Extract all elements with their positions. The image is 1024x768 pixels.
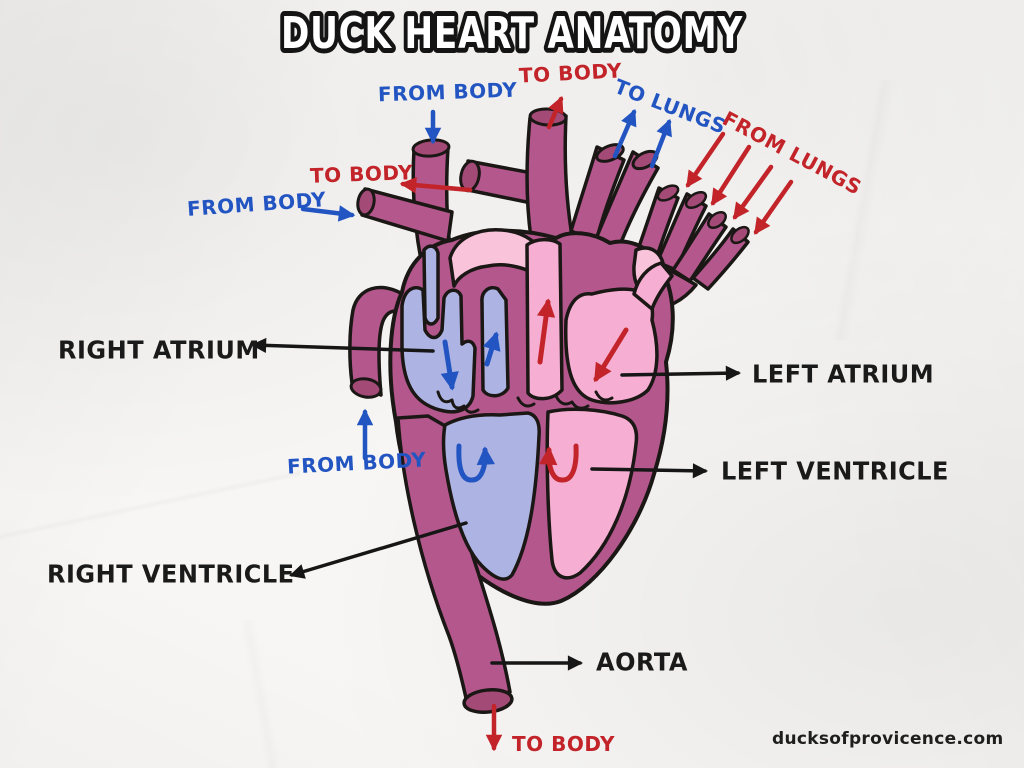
to-lungs-arrow-1	[612, 108, 637, 159]
label-right-ventricle: RIGHT VENTRICLE	[47, 559, 295, 589]
right-atrium-flow-arrow	[440, 339, 459, 391]
vessel-pulmonary-vein-4	[691, 227, 750, 291]
credit-text: ducksofprovicence.com	[772, 729, 1004, 749]
label-left-atrium: LEFT ATRIUM	[752, 359, 935, 389]
right-inflow-arrow	[482, 331, 501, 367]
aortic-outflow-arrow	[536, 298, 556, 365]
poster-title: DUCK HEART ANATOMY	[281, 8, 743, 59]
aorta-opening	[462, 688, 514, 714]
valve-details	[436, 390, 614, 414]
from-body-left-arrow	[300, 205, 356, 222]
external-flow-arrows	[300, 95, 794, 752]
label-aorta: AORTA	[596, 647, 688, 677]
left-atrium-flow-arrow	[593, 327, 629, 383]
left-atrium-chamber	[564, 287, 659, 405]
from-lungs-arrow-1	[685, 131, 726, 188]
label-to-body-left: TO BODY	[309, 160, 414, 188]
left-ventricle-pointer	[590, 463, 709, 479]
internal-flow-arrows	[440, 298, 629, 483]
right-atrium-pointer	[250, 337, 435, 353]
label-to-body-bottom: TO BODY	[512, 732, 615, 756]
label-right-atrium: RIGHT ATRIUM	[58, 335, 260, 365]
vessel-aortic-arch-trunk	[525, 114, 575, 244]
to-body-top-arrow	[546, 95, 564, 130]
left-atrium-pointer	[620, 365, 742, 381]
label-left-ventricle: LEFT VENTRICLE	[721, 456, 949, 486]
from-lungs-arrow-2	[710, 144, 752, 206]
to-lungs-arrow-2	[649, 118, 672, 169]
label-to-body-top: TO BODY	[518, 58, 623, 88]
from-lungs-arrow-3	[732, 164, 774, 220]
to-body-left-arrow	[399, 176, 473, 194]
right-ventricle-pointer	[289, 521, 468, 579]
label-from-body-top: FROM BODY	[377, 77, 518, 107]
right-atrium-sliver	[422, 244, 440, 326]
right-ventricle-uturn-arrow	[456, 443, 495, 483]
left-ventricle-chamber	[545, 407, 639, 580]
from-lungs-arrow-4	[753, 179, 794, 235]
left-ventricle-uturn-arrow	[539, 443, 579, 483]
right-ventricle-chamber	[441, 411, 541, 581]
label-pointer-arrows	[250, 337, 742, 671]
left-atrium-neck	[632, 261, 674, 311]
heart-body	[388, 228, 675, 714]
